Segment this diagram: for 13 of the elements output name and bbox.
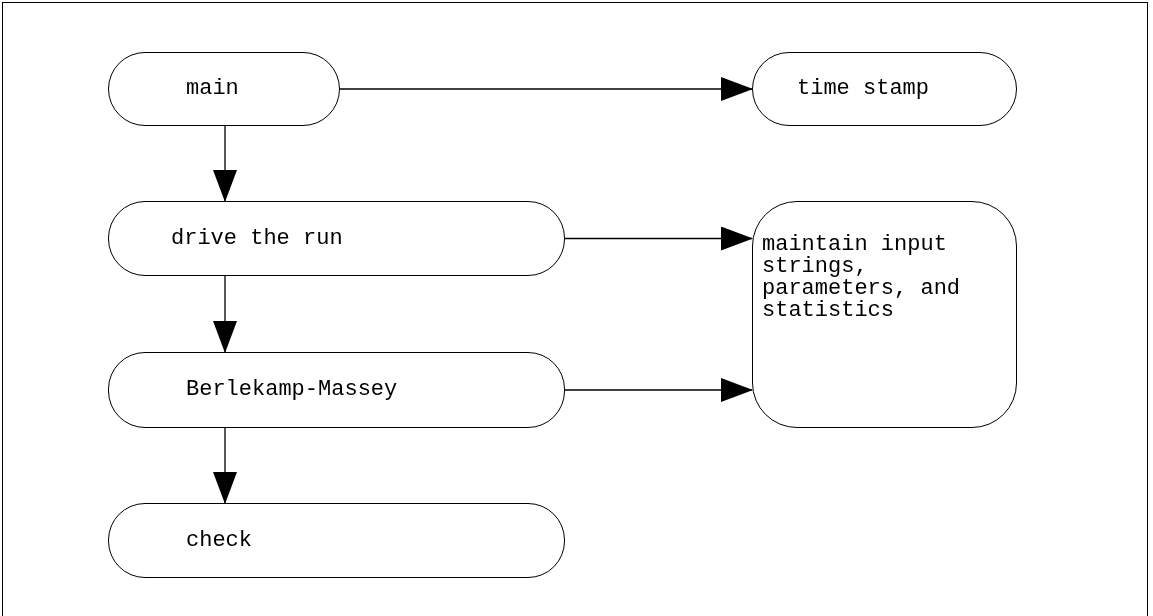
arrow — [564, 226, 753, 251]
arrow — [213, 427, 237, 504]
arrow — [339, 77, 753, 101]
box-label: check — [186, 529, 252, 552]
process-box — [752, 201, 1017, 428]
box-label: main — [186, 78, 239, 100]
arrow — [564, 378, 753, 402]
box-label: maintain input strings, parameters, and statistics — [762, 234, 962, 322]
box-label: Berlekamp-Massey — [186, 379, 398, 401]
arrow — [213, 275, 237, 353]
box-label: time stamp — [797, 78, 930, 100]
box-label: drive the run — [171, 227, 343, 250]
arrow — [213, 125, 237, 202]
